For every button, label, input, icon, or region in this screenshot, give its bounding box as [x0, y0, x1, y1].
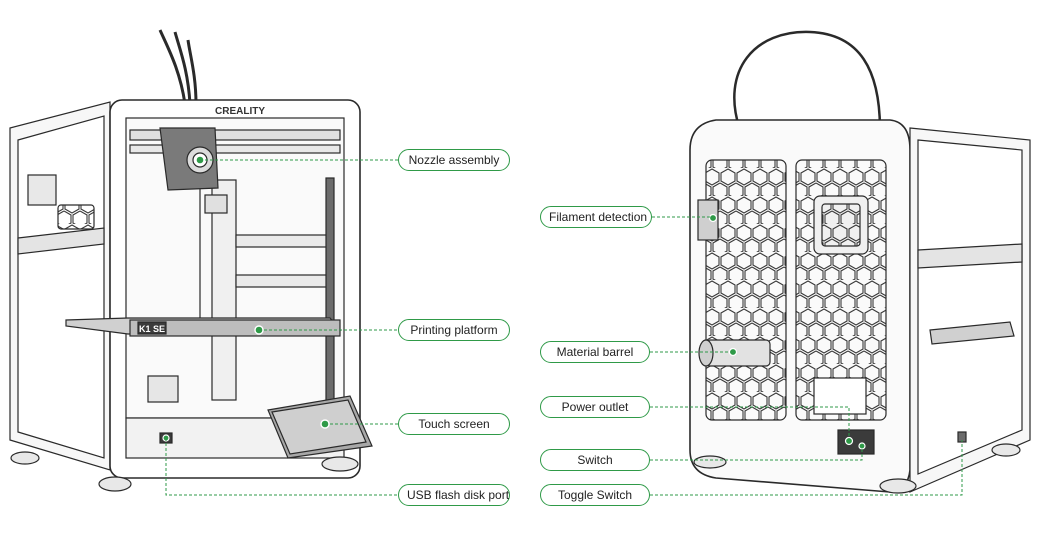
label-printing-platform: Printing platform: [398, 319, 510, 341]
label-touch-screen: Touch screen: [398, 413, 510, 435]
label-usb-port: USB flash disk port: [398, 484, 510, 506]
model-badge: K1 SE: [139, 324, 165, 334]
label-filament-detection: Filament detection: [540, 206, 652, 228]
front-printer: CREALITY K1 SE: [9, 29, 373, 492]
label-material-barrel: Material barrel: [540, 341, 650, 363]
label-power-outlet: Power outlet: [540, 396, 650, 418]
rear-printer: [689, 30, 1031, 494]
front-brand-text: CREALITY: [215, 106, 265, 117]
label-toggle-switch: Toggle Switch: [540, 484, 650, 506]
label-nozzle-assembly: Nozzle assembly: [398, 149, 510, 171]
leader-lines: [165, 159, 963, 496]
label-switch: Switch: [540, 449, 650, 471]
